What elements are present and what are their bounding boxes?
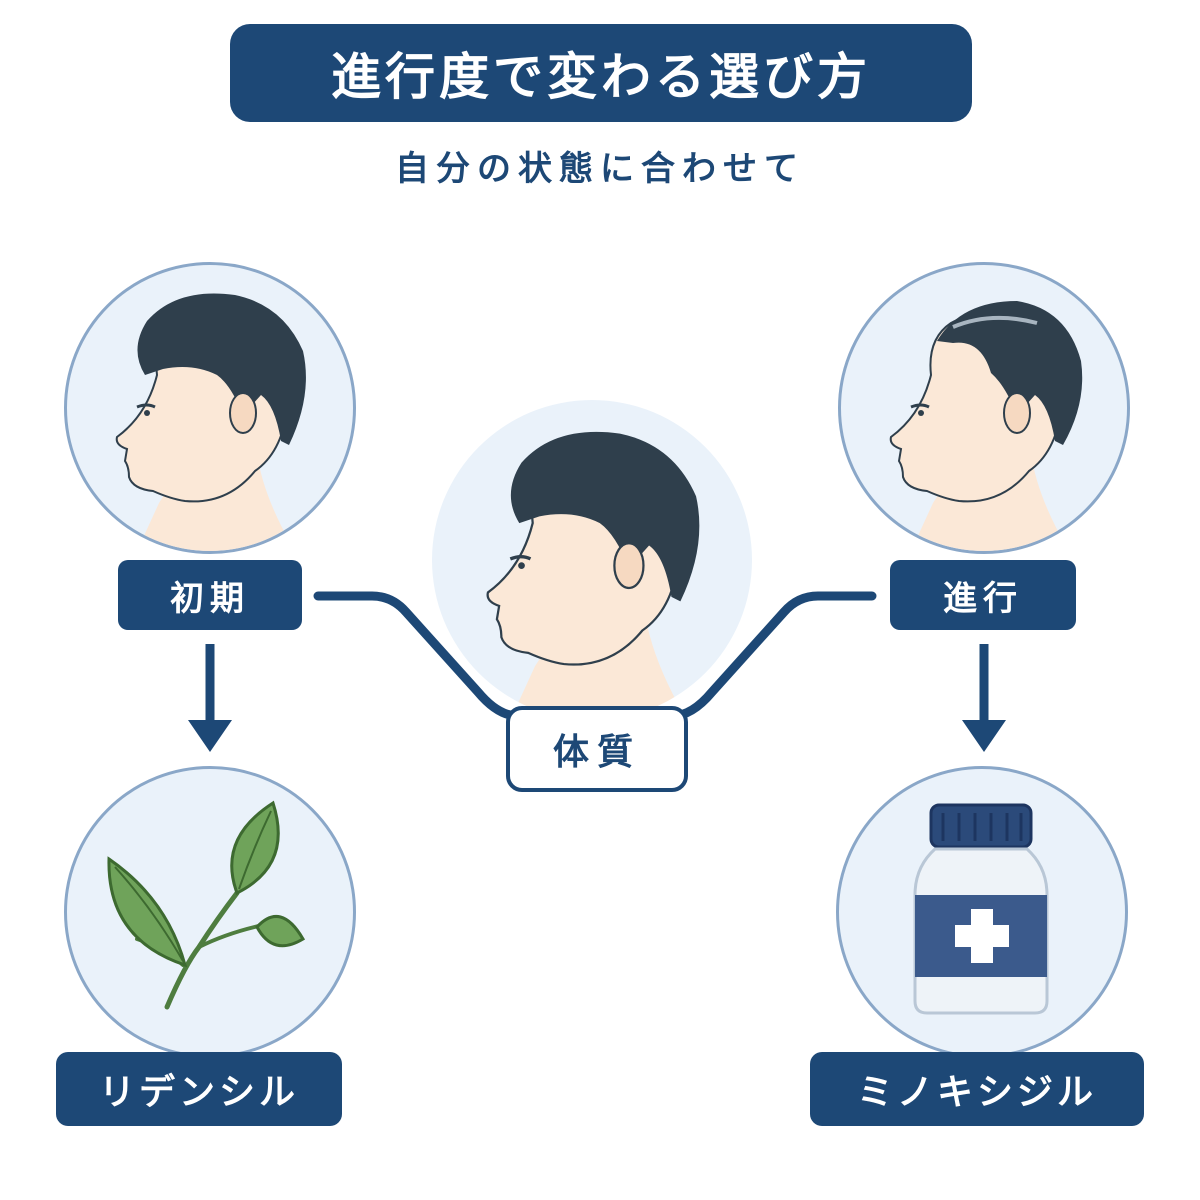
stage-label-early: 初期 [118,560,302,630]
treatment-early-circle [64,766,356,1058]
page-subtitle: 自分の状態に合わせて [395,148,805,189]
treatment-label-early: リデンシル [56,1052,342,1126]
treatment-label-advanced: ミノキシジル [810,1052,1144,1126]
arrow-advanced-down [962,644,1006,752]
page-title: 進行度で変わる選び方 [230,24,972,122]
advanced-stage-circle [838,262,1130,554]
leaf-icon [107,800,306,1010]
connector-early-to-constitution [313,591,523,721]
treatment-advanced-circle [836,766,1128,1058]
medicine-bottle-icon [913,803,1049,1015]
stage-label-constitution: 体質 [506,706,688,792]
head-thinning-hair-icon [889,301,1083,551]
head-center-icon [486,431,700,720]
arrow-early-down [188,644,232,752]
head-full-hair-icon [115,293,306,551]
constitution-circle [432,400,752,720]
early-stage-circle [64,262,356,554]
stage-label-advanced: 進行 [890,560,1076,630]
